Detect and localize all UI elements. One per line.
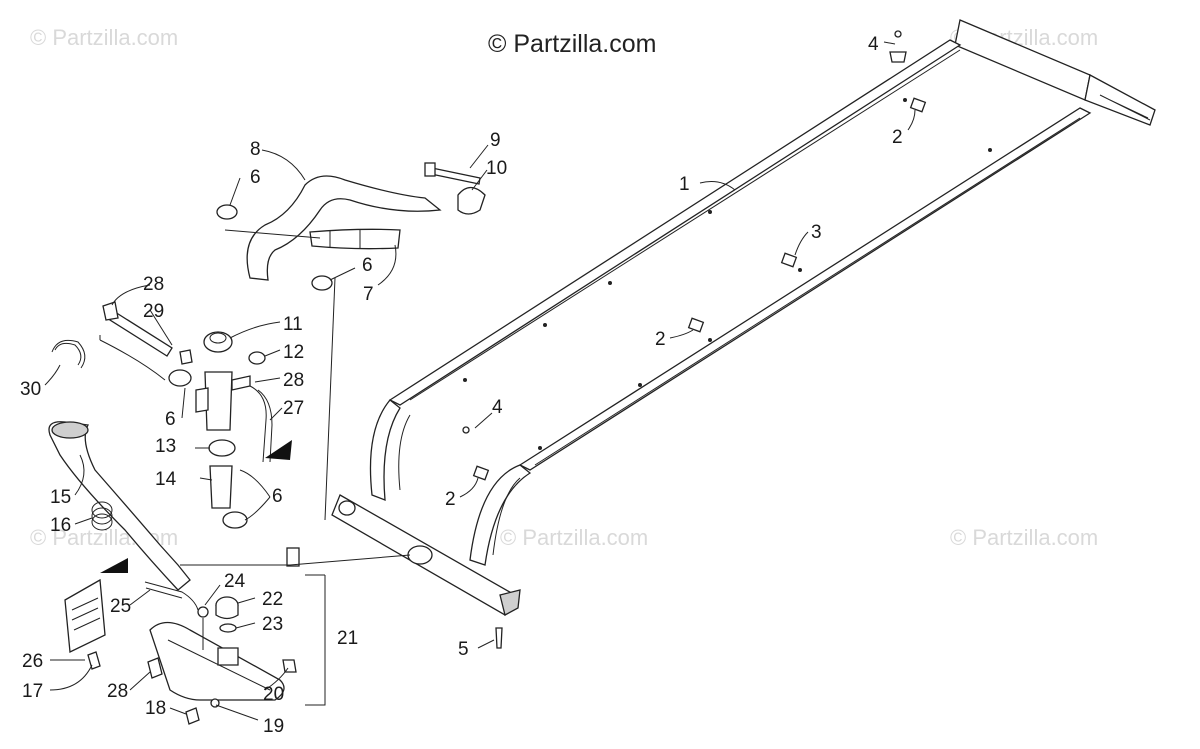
callout-5: 5 xyxy=(458,639,469,660)
overflow-tank-part-21 xyxy=(149,621,285,701)
callout-4-top: 4 xyxy=(868,34,879,55)
clip-part-3 xyxy=(780,252,798,268)
hose-clamp-6-left xyxy=(168,369,192,387)
callout-25: 25 xyxy=(110,596,131,617)
label-part-26 xyxy=(64,578,106,653)
callout-19: 19 xyxy=(263,716,284,737)
screw-part-4-low xyxy=(462,426,470,434)
direction-arrow-left xyxy=(100,558,128,573)
ring-part-30 xyxy=(51,339,86,369)
bolt-part-9 xyxy=(424,162,481,185)
callout-15: 15 xyxy=(50,487,71,508)
leader-lines xyxy=(44,41,916,721)
spring-part-16 xyxy=(91,501,113,531)
callout-28-mid: 28 xyxy=(283,370,304,391)
upper-coolant-hose xyxy=(246,175,442,281)
filler-neck-part-13 xyxy=(195,371,251,431)
callout-labels: 1 2 2 2 3 4 4 5 6 6 6 6 7 8 9 10 11 12 1… xyxy=(20,34,903,737)
callout-28-top: 28 xyxy=(143,274,164,295)
callout-23: 23 xyxy=(262,614,283,635)
callout-24: 24 xyxy=(224,571,246,592)
lower-hose-part-15 xyxy=(48,421,191,591)
clamp-part-28-mid xyxy=(179,349,193,365)
clip-part-2-top xyxy=(909,97,927,113)
connector-bracket xyxy=(286,547,300,567)
bolt-part-18 xyxy=(185,707,200,725)
clip-part-24 xyxy=(197,606,209,650)
callout-13: 13 xyxy=(155,436,176,457)
callout-6-right: 6 xyxy=(362,255,373,276)
callout-21: 21 xyxy=(337,628,358,649)
callout-29: 29 xyxy=(143,301,164,322)
callout-3: 3 xyxy=(811,222,822,243)
nut-part-20 xyxy=(282,659,297,673)
callout-6-lower: 6 xyxy=(272,486,283,507)
clamp-part-28-low xyxy=(147,657,163,679)
radiator-cap-part-11 xyxy=(203,331,233,353)
overflow-hose-part-27 xyxy=(249,385,273,463)
callout-28-low: 28 xyxy=(107,681,128,702)
callout-7: 7 xyxy=(363,284,374,305)
callout-12: 12 xyxy=(283,342,304,363)
callout-6-upper: 6 xyxy=(250,167,261,188)
callout-10: 10 xyxy=(486,158,507,179)
coupler-hose-part-14 xyxy=(208,439,248,529)
tunnel-rail-assembly xyxy=(331,19,1156,616)
callout-17: 17 xyxy=(22,681,43,702)
callout-9: 9 xyxy=(490,130,501,151)
callout-2-low: 2 xyxy=(445,489,456,510)
callout-6-left: 6 xyxy=(165,409,176,430)
brand-label: © Partzilla.com xyxy=(488,30,656,58)
clip-part-2-low xyxy=(472,465,490,481)
screw-part-5 xyxy=(495,627,503,649)
gasket-part-23 xyxy=(219,623,237,633)
callout-27: 27 xyxy=(283,398,304,419)
callout-14: 14 xyxy=(155,469,177,490)
callout-2-mid: 2 xyxy=(655,329,666,350)
callout-22: 22 xyxy=(262,589,283,610)
clip-part-10 xyxy=(457,186,486,215)
callout-2-top: 2 xyxy=(892,127,903,148)
callout-8: 8 xyxy=(250,139,261,160)
clamp-part-28-left xyxy=(102,301,119,321)
watermark-top-left: © Partzilla.com xyxy=(30,25,178,50)
seal-part-12 xyxy=(248,351,266,365)
watermark-bottom-right: © Partzilla.com xyxy=(950,525,1098,550)
hose-clamp-6-upper xyxy=(216,204,238,220)
tank-cap-part-22 xyxy=(215,596,239,620)
watermark-center: © Partzilla.com xyxy=(500,525,648,550)
hose-clamp-6-right xyxy=(311,275,333,291)
vent-hose-part-25 xyxy=(144,581,199,611)
callout-20: 20 xyxy=(263,684,284,705)
callout-26: 26 xyxy=(22,651,43,672)
tank-neck xyxy=(217,647,239,666)
bolt-part-17 xyxy=(87,651,101,670)
callout-11: 11 xyxy=(283,314,303,335)
callout-18: 18 xyxy=(145,698,166,719)
callout-30: 30 xyxy=(20,379,41,400)
clip-part-2-mid xyxy=(687,317,705,333)
callout-16: 16 xyxy=(50,515,71,536)
callout-4-low: 4 xyxy=(492,397,503,418)
direction-arrow-right xyxy=(265,440,292,460)
callout-1: 1 xyxy=(679,174,690,195)
screw-part-4-top xyxy=(889,30,907,63)
